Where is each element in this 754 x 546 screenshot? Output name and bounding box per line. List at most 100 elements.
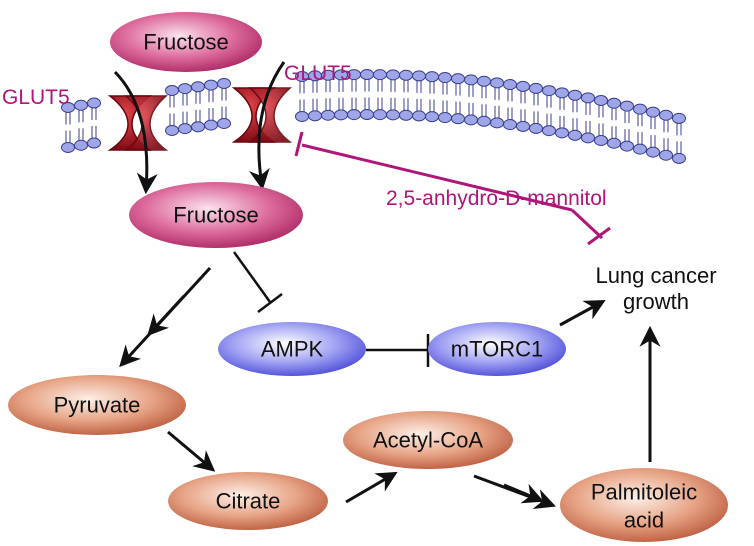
outcome-label: growth — [623, 289, 689, 314]
lipid-head — [399, 69, 413, 81]
lipid-tail — [663, 119, 669, 133]
lipid-head — [659, 149, 673, 161]
lipid-head — [503, 79, 517, 91]
import-arrow-left — [113, 70, 158, 195]
lipid-tail — [494, 105, 500, 119]
lipid-tail — [559, 115, 565, 129]
outcome-label: Lung cancer — [595, 263, 716, 288]
lipid-head — [542, 85, 556, 97]
lipid-tail — [546, 113, 552, 127]
lipid-tail — [390, 78, 396, 92]
lipid-head — [308, 110, 322, 122]
node-label: Palmitoleic — [591, 480, 697, 505]
lipid-head — [217, 117, 231, 129]
lipid-head — [607, 97, 621, 109]
lipid-head — [321, 109, 335, 121]
lipid-head — [620, 100, 634, 112]
lipid-tail — [481, 85, 487, 99]
lipid-tail — [221, 106, 227, 120]
lipid-tail — [78, 128, 84, 142]
mannitol-inhibits-growth — [570, 208, 604, 240]
lipid-tail — [598, 123, 604, 137]
lipid-head — [425, 71, 439, 83]
lipid-head — [529, 122, 543, 134]
lipid-head — [61, 141, 75, 153]
lipid-tail — [494, 86, 500, 100]
lipid-tail — [455, 82, 461, 96]
lipid-head — [165, 124, 179, 136]
lipid-head — [607, 137, 621, 149]
lipid-head — [204, 119, 218, 131]
lipid-head — [438, 72, 452, 84]
lipid-tail — [455, 101, 461, 115]
acetylcoa-to-palmitoleic-arrow — [473, 474, 556, 509]
citrate-to-acetylcoa-arrow — [345, 471, 398, 504]
lipid-head — [646, 146, 660, 158]
lipid-tail — [676, 122, 682, 136]
lipid-tail — [533, 111, 539, 125]
pyruvate-to-citrate-arrow — [167, 430, 216, 472]
lipid-tail — [364, 78, 370, 92]
inhibit-bar — [257, 293, 283, 313]
lipid-bilayer-icon — [61, 69, 686, 164]
lipid-tail — [429, 99, 435, 113]
lipid-head — [568, 129, 582, 141]
lipid-tail — [429, 80, 435, 94]
lipid-head — [438, 112, 452, 124]
lipid-tail — [91, 107, 97, 121]
acetylcoa-arrow-chevron — [503, 483, 544, 504]
lipid-tail — [403, 98, 409, 112]
lipid-head — [503, 119, 517, 131]
acetyl-coa-node: Acetyl-CoA — [343, 411, 513, 469]
lipid-head — [217, 77, 231, 89]
lipid-head — [464, 74, 478, 86]
lipid-head — [516, 80, 530, 92]
lipid-tail — [624, 110, 630, 124]
lipid-head — [178, 83, 192, 95]
lipid-tail — [377, 97, 383, 111]
lipid-tail — [403, 79, 409, 93]
lipid-head — [178, 123, 192, 135]
lipid-tail — [663, 138, 669, 152]
glut5-label: GLUT5 — [2, 86, 70, 109]
lipid-tail — [169, 113, 175, 127]
lipid-tail — [351, 97, 357, 111]
lipid-head — [204, 79, 218, 91]
lipid-tail — [676, 141, 682, 155]
inhibit-bar — [294, 131, 304, 157]
lipid-head — [399, 109, 413, 121]
lipid-tail — [208, 108, 214, 122]
node-label: Acetyl-CoA — [373, 428, 483, 453]
lipid-head — [477, 75, 491, 87]
lipid-head — [74, 99, 88, 111]
lipid-tail — [650, 116, 656, 130]
lipid-head — [633, 143, 647, 155]
mannitol-inhibits-glut5 — [301, 143, 573, 212]
lipid-head — [87, 137, 101, 149]
lipid-head — [620, 140, 634, 152]
lipid-tail — [65, 130, 71, 144]
lipid-head — [581, 132, 595, 144]
node-label: Pyruvate — [54, 393, 141, 418]
lipid-head — [386, 109, 400, 121]
lipid-head — [490, 117, 504, 129]
lipid-tail — [325, 98, 331, 112]
node-label: AMPK — [261, 337, 324, 362]
lipid-tail — [390, 97, 396, 111]
lipid-tail — [65, 111, 71, 125]
glycolysis-arrow-chevron — [147, 294, 186, 337]
node-label: acid — [624, 508, 664, 533]
lipid-tail — [338, 78, 344, 92]
lipid-tail — [416, 98, 422, 112]
lipid-head — [451, 73, 465, 85]
lipid-tail — [78, 109, 84, 123]
lipid-tail — [637, 132, 643, 146]
pyruvate-node: Pyruvate — [8, 375, 186, 435]
lipid-head — [594, 94, 608, 106]
lipid-head — [360, 109, 374, 121]
palmitoleic-acid-node: Palmitoleic acid — [560, 468, 728, 542]
lipid-tail — [377, 78, 383, 92]
lipid-tail — [572, 118, 578, 132]
lipid-tail — [182, 111, 188, 125]
lipid-tail — [611, 126, 617, 140]
